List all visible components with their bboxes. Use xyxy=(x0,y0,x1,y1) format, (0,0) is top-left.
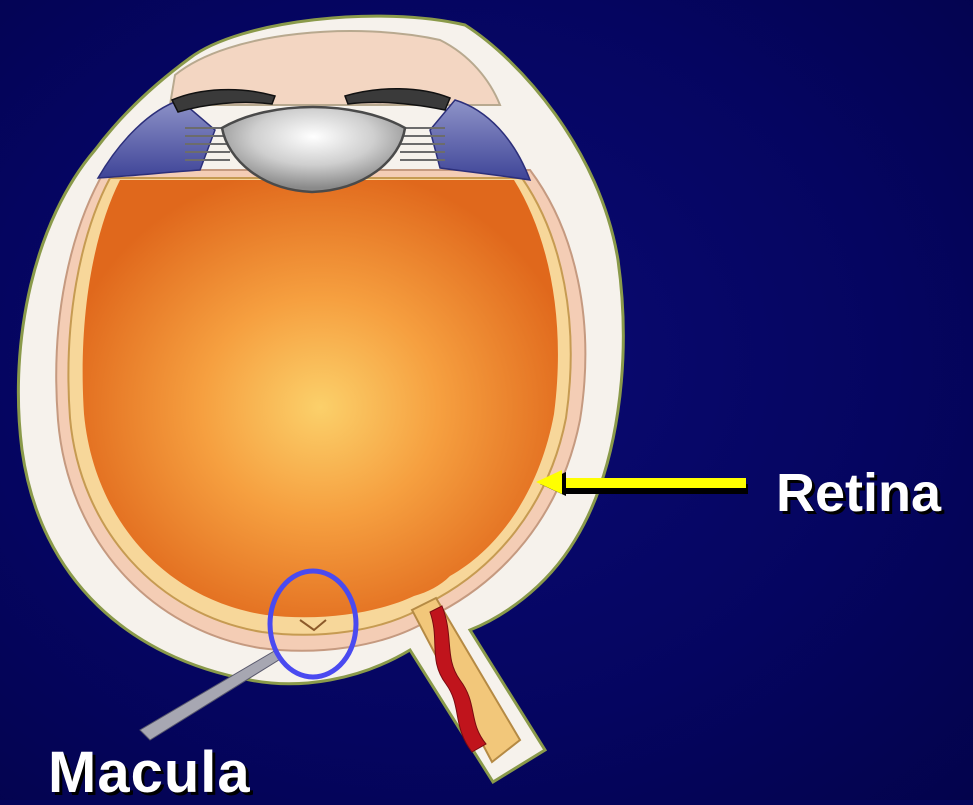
retina-label: Retina xyxy=(776,466,941,520)
macula-label: Macula xyxy=(48,744,251,802)
